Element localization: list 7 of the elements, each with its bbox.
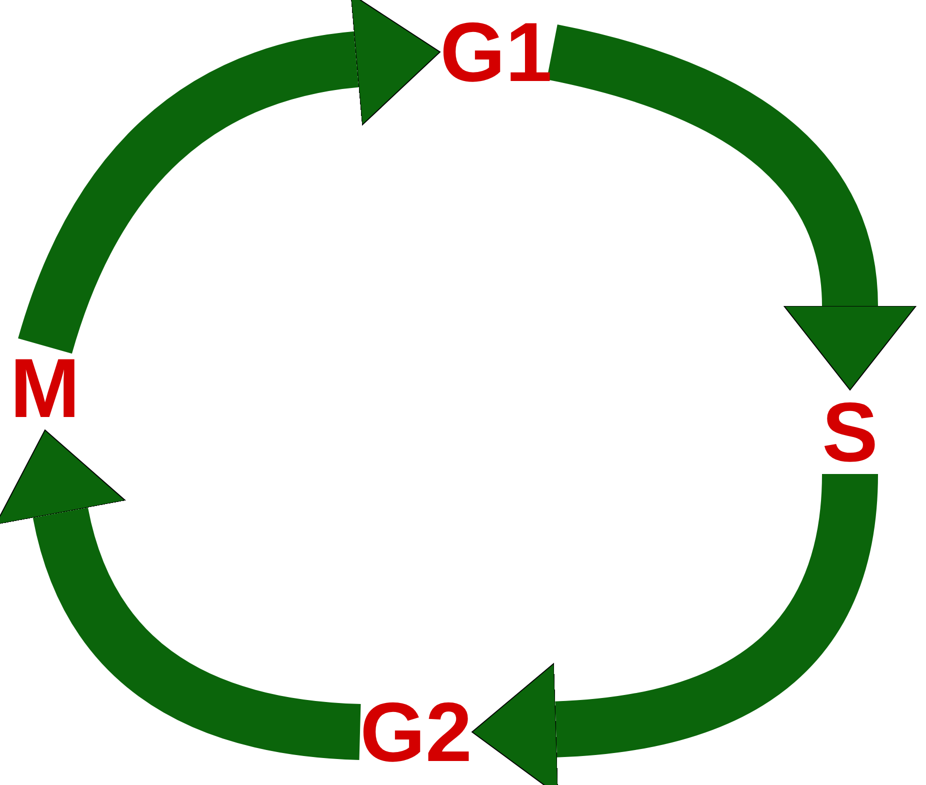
phase-label: G2 <box>360 690 472 774</box>
curved-arrow <box>18 0 440 355</box>
phase-label: S <box>822 390 878 474</box>
phase-label: M <box>10 346 80 430</box>
curved-arrow <box>546 24 916 390</box>
phase-label: G1 <box>440 10 552 94</box>
curved-arrow <box>472 472 878 785</box>
